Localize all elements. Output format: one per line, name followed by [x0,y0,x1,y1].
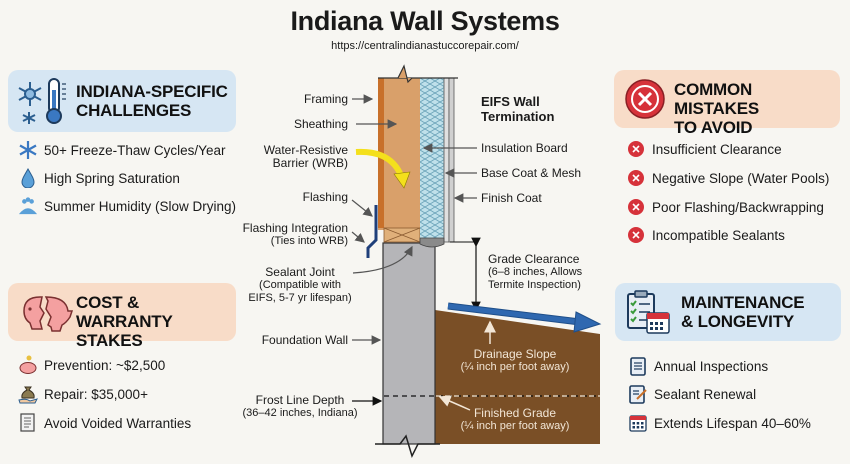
mistakes-title-line2: TO AVOID [674,118,753,137]
foundation-break-mark [375,434,440,459]
x-circle-icon [626,139,646,159]
cost-item: Repair: $35,000+ [18,384,148,404]
label-framing: Framing [303,92,348,106]
sealant-joint [419,237,445,248]
challenge-item: Summer Humidity (Slow Drying) [18,196,236,216]
cost-label: Avoid Voided Warranties [44,415,192,431]
mistake-label: Negative Slope (Water Pools) [652,170,830,186]
broken-piggy-bank-icon [18,289,74,340]
x-circle-icon [626,168,646,188]
label-wrb: Water-Resistive Barrier (WRB) [263,143,348,170]
maintenance-title-line1: MAINTENANCE [681,293,805,312]
humidity-icon [18,196,38,216]
money-bag-icon [18,384,38,404]
document-icon [18,413,38,433]
clipboard-calendar-icon [625,289,673,342]
finish-coat-layer [448,77,455,243]
mistake-label: Incompatible Sealants [652,227,785,243]
label-finished-grade: Finished Grade (¼ inch per foot away) [460,406,570,433]
mistake-item: Insufficient Clearance [626,139,782,159]
label-grade-clearance: Grade Clearance (6–8 inches, Allows Term… [488,252,583,292]
x-circle-icon [626,225,646,245]
mistake-label: Poor Flashing/Backwrapping [652,199,824,215]
mistake-item: Negative Slope (Water Pools) [626,168,829,188]
label-insulation-board: Insulation Board [481,141,568,155]
challenges-title-line2: CHALLENGES [76,101,192,120]
snowflake-icon [18,140,38,160]
mistakes-title-line1: COMMON MISTAKES [674,80,759,118]
eifs-title: EIFS Wall Termination [481,94,555,124]
challenge-item: High Spring Saturation [18,168,180,188]
mistake-item: Incompatible Sealants [626,225,785,245]
maintenance-label: Annual Inspections [654,358,769,374]
clipboard-edit-icon [628,384,648,404]
label-sheathing: Sheathing [293,117,348,131]
thermometer-snowflake-icon [16,76,72,131]
cost-header-box: COST & WARRANTY STAKES [8,283,236,350]
flashing [366,205,378,258]
x-circle-icon [624,78,666,125]
challenge-label: High Spring Saturation [44,170,180,186]
maintenance-title-line2: & LONGEVITY [681,312,795,331]
page-title: Indiana Wall Systems [290,6,560,36]
cost-item: Prevention: ~$2,500 [18,355,165,375]
base-coat-layer [443,77,450,243]
cost-label: Prevention: ~$2,500 [44,357,166,373]
maintenance-header-box: MAINTENANCE & LONGEVITY [615,283,841,341]
label-frost-line: Frost Line Depth (36–42 inches, Indiana) [242,393,358,420]
mistakes-header-box: COMMON MISTAKES TO AVOID [614,70,840,137]
calendar-icon [628,413,648,433]
challenge-item: 50+ Freeze-Thaw Cycles/Year [18,140,225,160]
label-sealant-joint: Sealant Joint (Compatible with EIFS, 5-7… [248,265,352,305]
label-drainage-slope: Drainage Slope (¼ inch per foot away) [460,347,570,374]
soil-grade [435,310,600,444]
mistake-label: Insufficient Clearance [652,141,782,157]
label-flashing: Flashing [302,190,348,204]
maintenance-item: Extends Lifespan 40–60% [628,413,811,433]
maintenance-item: Sealant Renewal [628,384,756,404]
challenge-label: 50+ Freeze-Thaw Cycles/Year [44,142,226,158]
cost-title-line2: STAKES [76,331,143,350]
maintenance-label: Extends Lifespan 40–60% [654,415,811,431]
label-base-coat: Base Coat & Mesh [481,166,582,180]
foundation-wall [382,242,436,445]
site-url[interactable]: https://centralindianastuccorepair.com/ [331,40,519,52]
clipboard-list-icon [628,356,648,376]
cost-item: Avoid Voided Warranties [18,413,191,433]
piggy-bank-icon [18,355,38,375]
label-foundation-wall: Foundation Wall [261,333,348,347]
x-circle-icon [626,197,646,217]
challenge-label: Summer Humidity (Slow Drying) [44,198,237,214]
label-flashing-integration: Flashing Integration (Ties into WRB) [242,221,348,248]
label-finish-coat: Finish Coat [481,191,542,205]
challenges-header-box: INDIANA-SPECIFIC CHALLENGES [8,70,236,132]
water-drop-icon [18,168,38,188]
maintenance-item: Annual Inspections [628,356,768,376]
cost-label: Repair: $35,000+ [44,386,148,402]
top-break-mark [397,64,413,84]
cost-title-line1: COST & WARRANTY [76,293,173,331]
challenges-title-line1: INDIANA-SPECIFIC [76,82,228,101]
maintenance-label: Sealant Renewal [654,386,757,402]
mistake-item: Poor Flashing/Backwrapping [626,197,824,217]
